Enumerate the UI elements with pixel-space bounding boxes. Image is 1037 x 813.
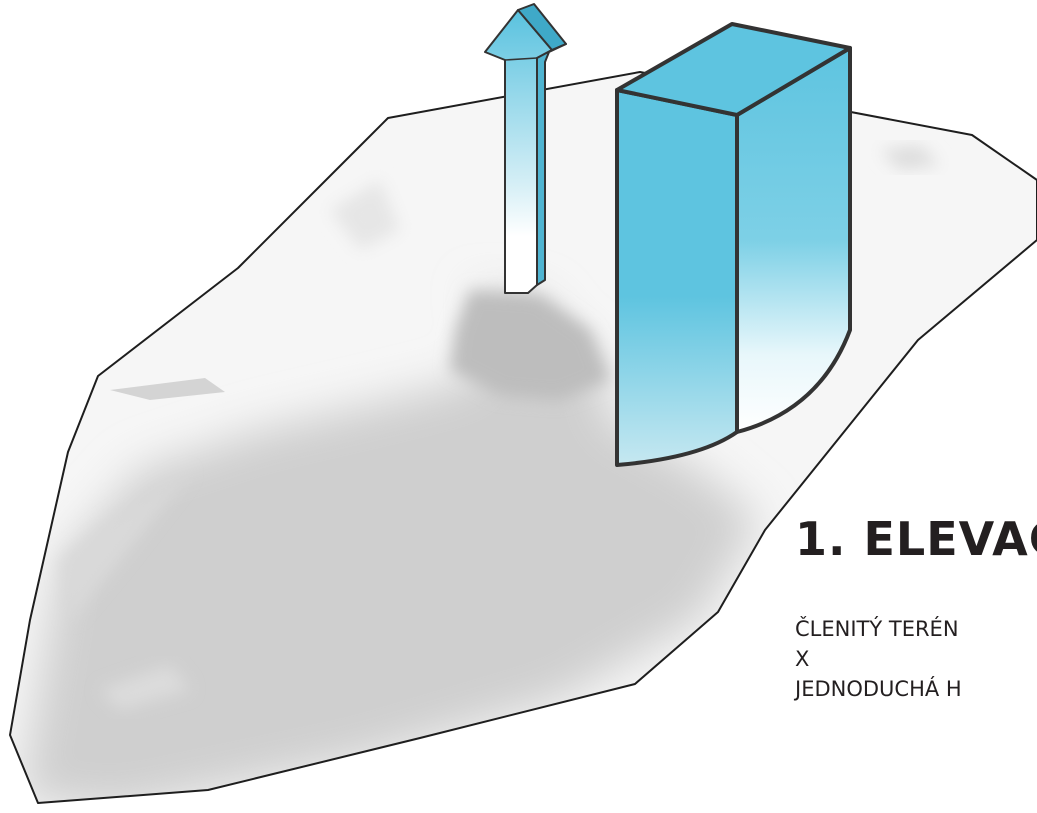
caption-line-versus: X xyxy=(795,647,810,671)
up-arrow-icon xyxy=(484,3,567,294)
building-volume xyxy=(615,22,852,467)
caption-line-simple-mass: JEDNODUCHÁ H xyxy=(795,677,962,701)
section-heading: 1. ELEVAC xyxy=(795,512,1037,566)
caption-line-terrain: ČLENITÝ TERÉN xyxy=(795,617,959,641)
